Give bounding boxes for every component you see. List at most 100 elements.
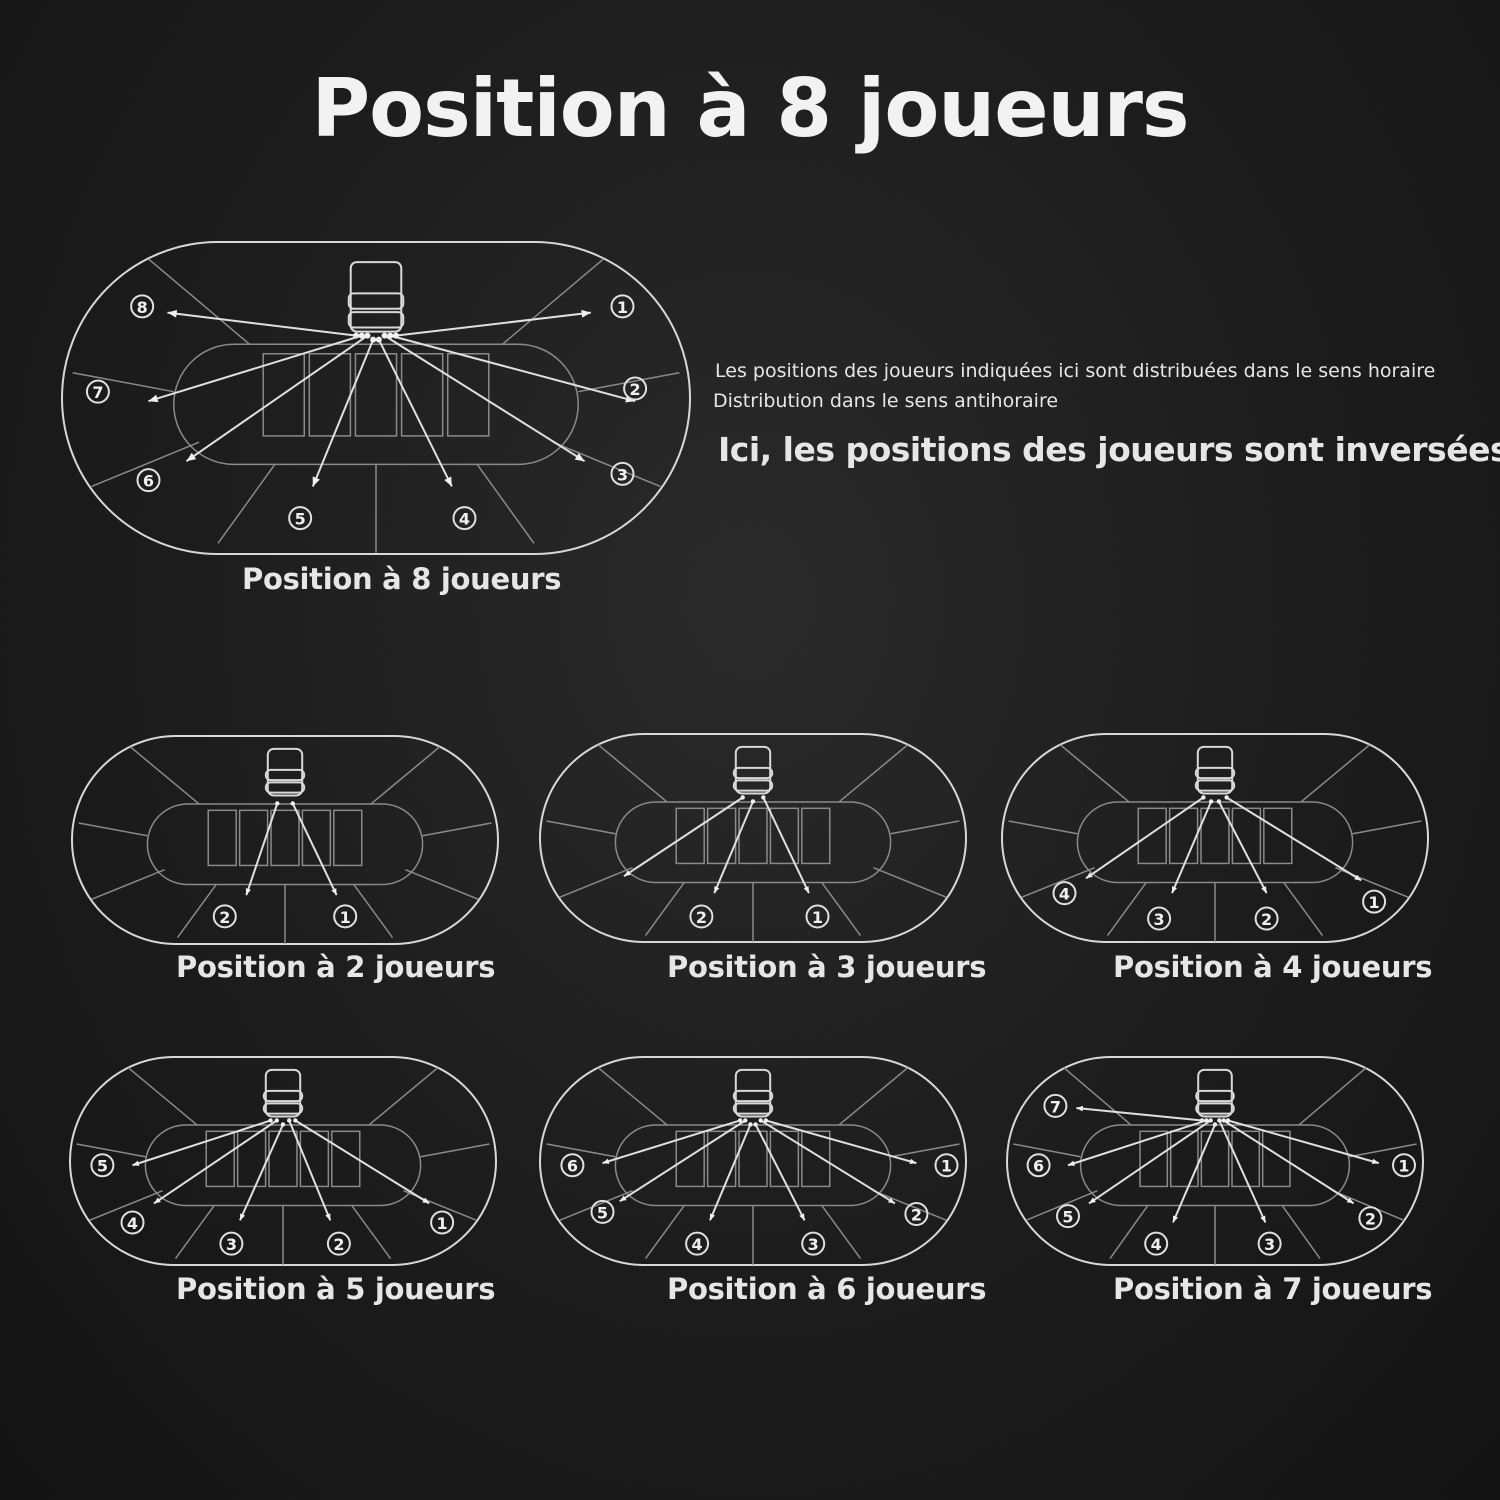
deal-arrow [1226,796,1362,882]
table-divider-line [370,746,441,805]
table-divider-line [1008,820,1078,835]
seat-number: 2 [219,908,230,927]
card-slot [446,353,490,437]
card-slot [1261,1130,1291,1188]
seat-circle [452,506,477,531]
deal-arrow-origin [758,1118,763,1123]
table-divider-line [174,1205,215,1259]
seat-number: 4 [459,510,470,529]
card-slot [331,1130,361,1188]
seat-number: 1 [437,1214,448,1233]
seat-circle [430,1210,455,1235]
card-slot [1137,807,1167,865]
table-divider-line [890,1143,960,1158]
deal-arrowhead [1172,886,1178,894]
seat-circle [801,1231,826,1256]
seat-number: 1 [617,298,628,317]
seat-circle [1362,889,1387,914]
deal-arrow [288,1120,332,1221]
table-divider-line [78,822,148,837]
note-clockwise: Les positions des joueurs indiquées ici … [715,360,1436,382]
seat-number: 3 [226,1235,237,1254]
dealer-tray [349,261,403,333]
card-slot [738,807,768,865]
deal-arrow-origin [748,1122,753,1127]
table-divider-line [1281,1205,1321,1259]
dealer-tray-chip [347,292,405,310]
seat-circle [805,904,830,929]
seat-circle [1358,1206,1383,1231]
seat-marker-5: 5 [90,1153,115,1178]
seat-number: 1 [812,908,823,927]
deal-arrow-origin [381,332,388,339]
table-inner-area [173,343,579,466]
deal-arrow-origin [290,801,295,806]
deal-arrow-origin [293,1118,298,1123]
card-slot [801,807,831,865]
table-divider-line [91,441,200,488]
table-divider-line [1352,820,1422,835]
seat-number: 2 [911,1206,922,1225]
seat-circle [90,1153,115,1178]
seat-circle [904,1202,929,1226]
seat-number: 5 [295,510,306,529]
seat-circle [212,904,237,929]
seat-circle [136,468,161,493]
seat-marker-3: 3 [801,1231,826,1256]
seat-circle [326,1231,351,1256]
deal-arrow [754,1124,806,1221]
table-divider-line [76,1143,146,1158]
table-inner-area [146,803,424,886]
table-divider-line [873,866,947,899]
deal-arrowhead [887,1197,895,1204]
deal-arrow [765,1119,917,1165]
deal-arrowhead [167,309,178,318]
seat-number: 2 [1261,910,1272,929]
note-inverted: Ici, les positions des joueurs sont inve… [718,430,1500,469]
table-outer-rim [71,735,499,945]
seat-marker-6: 6 [560,1153,585,1178]
seat-number: 3 [1264,1235,1275,1254]
dealer-tray-chip [262,1102,304,1115]
table-divider-line [72,371,174,393]
deal-arrowhead [602,1158,610,1164]
deal-arrowhead [312,476,320,487]
dealer-tray [734,745,772,795]
deal-arrow-origin [280,1122,286,1127]
deal-arrow [762,797,810,894]
seat-number: 7 [1050,1097,1061,1116]
deal-arrow [1088,1119,1212,1205]
deal-arrow [760,1119,896,1205]
deal-arrow [384,334,586,463]
deal-arrow [167,311,357,337]
seat-number: 4 [127,1214,138,1233]
seat-circle [610,461,635,486]
deal-arrow [602,1119,741,1165]
card-slot [706,1130,737,1188]
seat-marker-4: 4 [1144,1231,1169,1256]
table-divider-line [405,868,479,901]
table-divider-line [129,746,200,805]
deal-arrowhead [132,1160,140,1166]
table-divider-line [89,1189,163,1222]
card-slot [238,809,269,867]
table-divider-line [546,820,616,835]
seat-number: 2 [333,1235,344,1254]
deal-arrow-origin [1208,799,1214,804]
dealer-tray-chip [347,311,405,329]
table-divider-line [578,371,680,393]
deal-arrow-origin [737,1118,743,1123]
table-outer-rim [1006,1056,1424,1266]
card-slot [205,1130,235,1188]
seat-marker-2: 2 [623,376,648,401]
card-slot [1263,807,1293,865]
seat-marker-7: 7 [1043,1093,1068,1118]
seat-number: 4 [1059,885,1070,904]
table-divider-line [546,1143,616,1158]
seat-number: 1 [941,1157,952,1176]
deal-arrow-origin [268,1118,273,1123]
seat-circle [1056,1204,1080,1229]
